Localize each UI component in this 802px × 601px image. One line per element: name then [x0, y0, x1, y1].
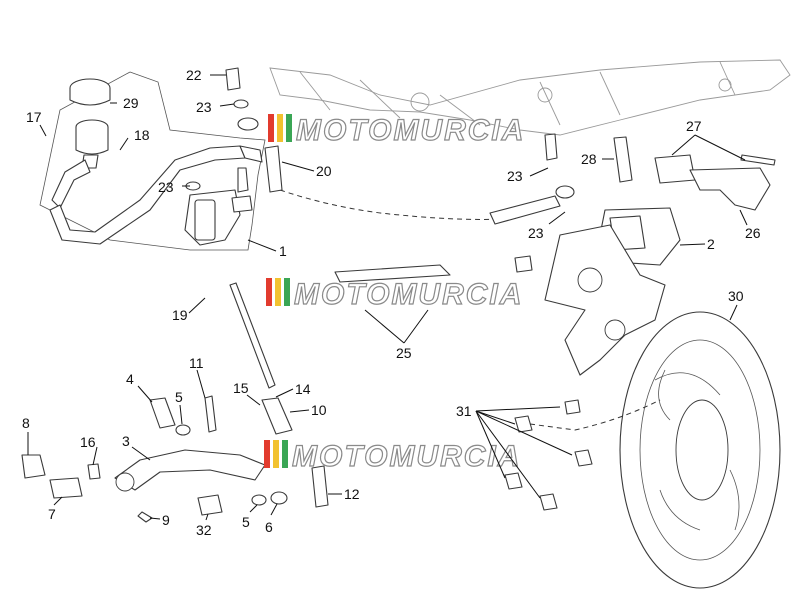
callout-28: 28 [581, 151, 597, 167]
watermark-text: MOTOMURCIA [296, 114, 525, 147]
callout-4: 4 [126, 371, 134, 387]
callout-25: 25 [396, 345, 412, 361]
callout-6: 6 [265, 519, 273, 535]
callout-19: 19 [172, 307, 188, 323]
hose-fitting-20 [264, 145, 283, 193]
brake-line-route [279, 189, 521, 220]
callout-2: 2 [707, 236, 715, 252]
callout-3: 3 [122, 433, 130, 449]
disc-bolts [504, 399, 593, 511]
callout-10: 10 [311, 402, 327, 418]
reservoir-group [39, 71, 266, 251]
callout-20: 20 [316, 163, 332, 179]
callout-30: 30 [728, 288, 744, 304]
watermark-middle: MOTOMURCIA [266, 277, 523, 312]
callout-14: 14 [295, 381, 311, 397]
brake-caliper [514, 207, 681, 376]
callout-8: 8 [22, 415, 30, 431]
callout-5: 5 [175, 389, 183, 405]
callout-15: 15 [233, 380, 249, 396]
pad-pin-28 [613, 136, 633, 183]
brake-hose [49, 145, 263, 245]
frame-outline [269, 59, 791, 136]
watermark-top: MOTOMURCIA [268, 113, 525, 148]
callout-23: 23 [196, 99, 212, 115]
watermark-text: MOTOMURCIA [294, 278, 523, 311]
master-cylinder [184, 167, 253, 246]
callout-23: 23 [158, 179, 174, 195]
leader-lines [27, 74, 748, 521]
caliper-cover-25 [334, 264, 451, 283]
callout-17: 17 [26, 109, 42, 125]
pushrod [229, 282, 276, 389]
callout-26: 26 [745, 225, 761, 241]
callout-27: 27 [686, 118, 702, 134]
callout-11: 11 [189, 355, 204, 371]
callout-5: 5 [242, 514, 250, 530]
callout-29: 29 [123, 95, 139, 111]
banjo-fitting-right [489, 195, 561, 225]
callout-numbers: 22 23 29 17 18 23 20 1 19 23 28 27 23 2 … [22, 67, 761, 538]
watermark-bottom: MOTOMURCIA [264, 439, 521, 474]
callout-9: 9 [162, 512, 170, 528]
brake-pedal [21, 395, 329, 523]
callout-16: 16 [80, 434, 96, 450]
brake-pads [654, 154, 776, 211]
callout-31: 31 [456, 403, 472, 419]
callout-22: 22 [186, 67, 202, 83]
watermark-text: MOTOMURCIA [292, 440, 521, 473]
callout-23: 23 [528, 225, 544, 241]
brake-disc [619, 311, 781, 589]
callout-12: 12 [344, 486, 360, 502]
callout-18: 18 [134, 127, 150, 143]
callout-32: 32 [196, 522, 212, 538]
callout-23: 23 [507, 168, 523, 184]
callout-1: 1 [279, 243, 287, 259]
callout-7: 7 [48, 506, 56, 522]
